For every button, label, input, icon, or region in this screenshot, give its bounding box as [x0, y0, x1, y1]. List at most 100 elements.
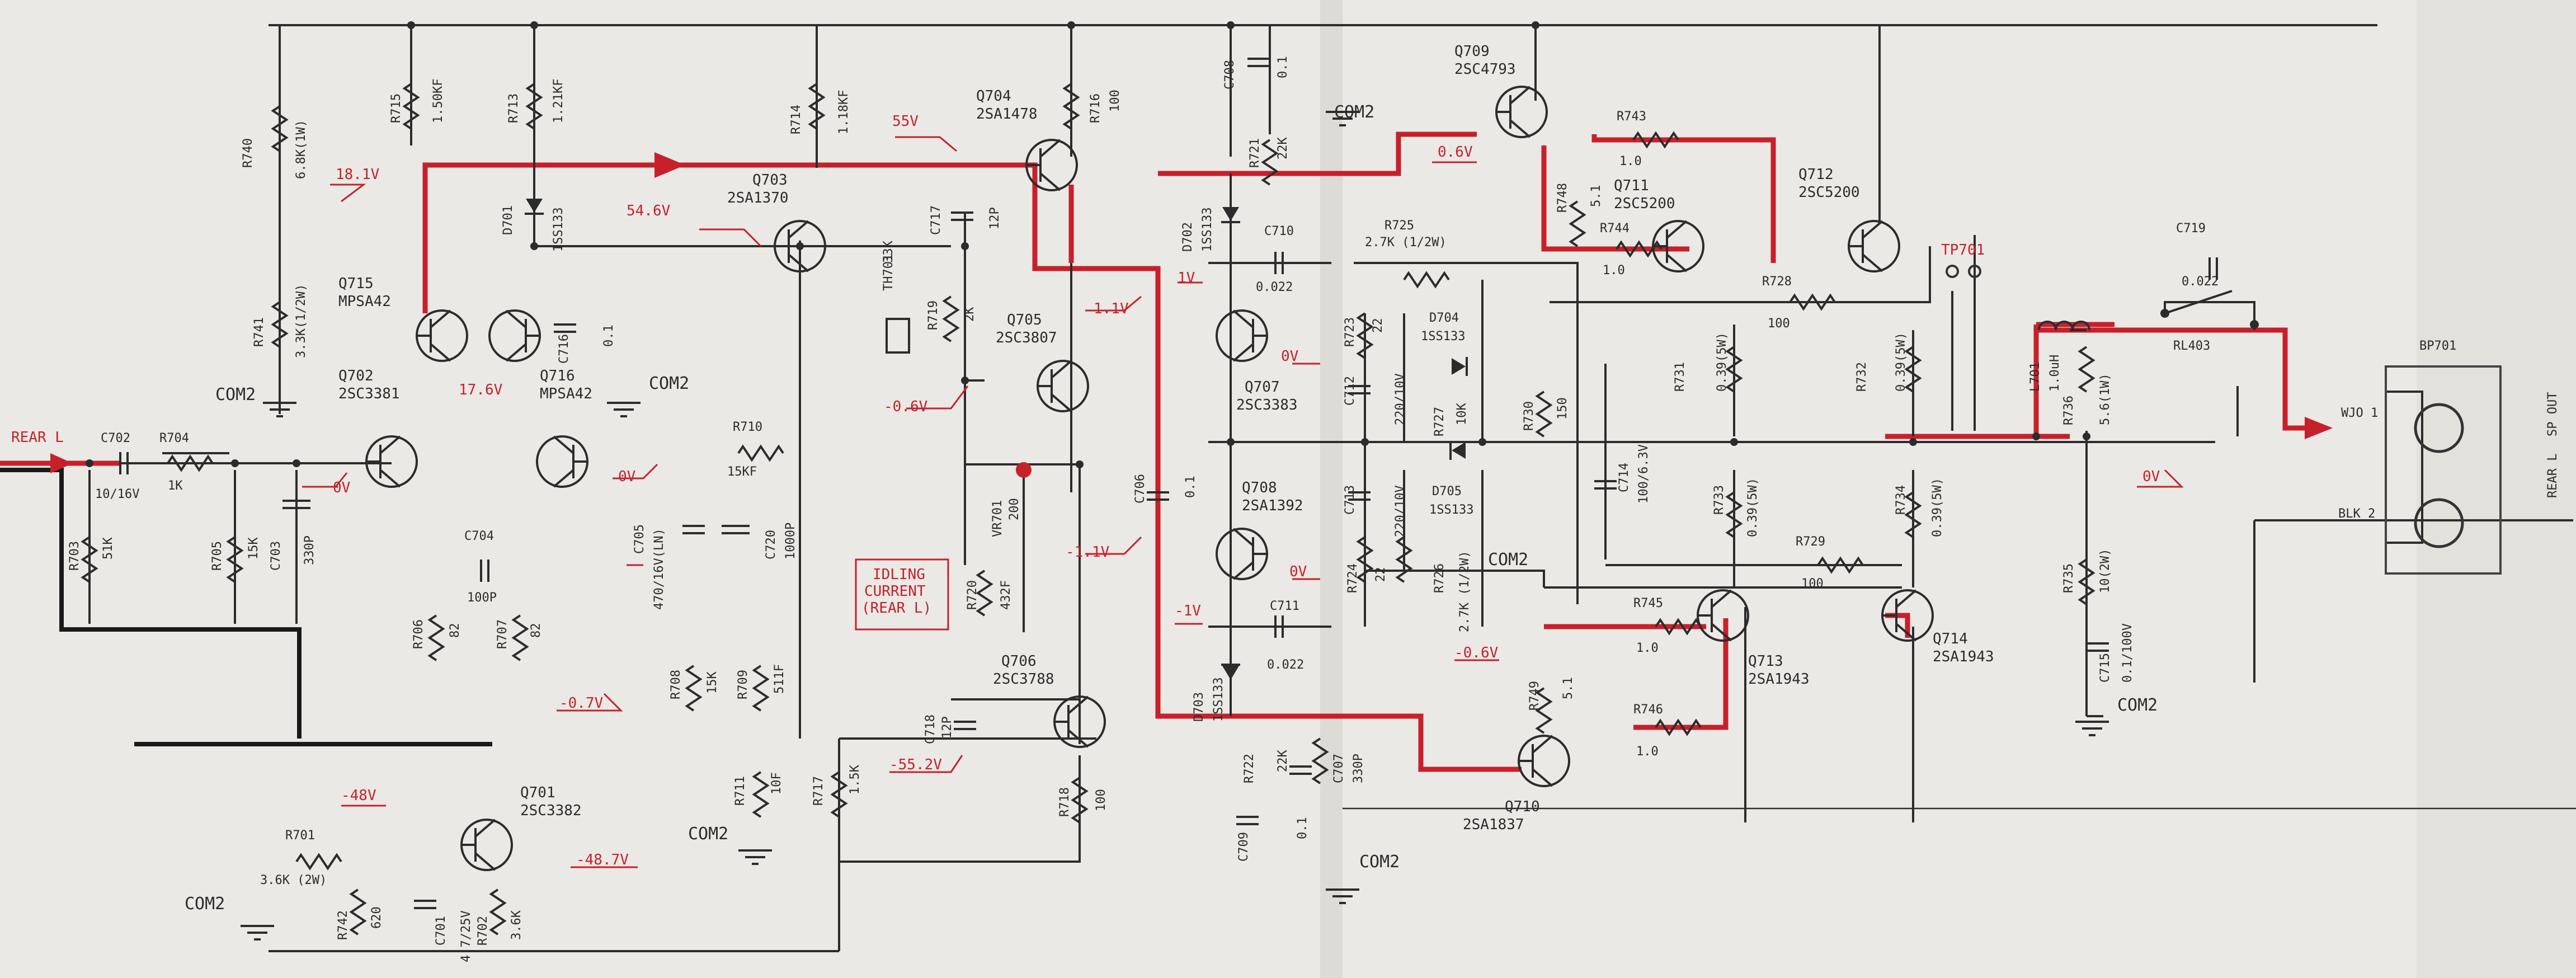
- c705-val: 470/16V(LN): [652, 528, 666, 610]
- transistor-q705: [1037, 360, 1089, 412]
- com2-labels: COM2 COM2 COM2 COM2 COM2 COM2 COM2 COM2: [185, 102, 2158, 914]
- r727-val: 10K: [1455, 403, 1469, 425]
- input-label: REAR L: [11, 429, 64, 446]
- junction-dots: [86, 21, 2090, 468]
- r735-val: 10(2W): [2098, 549, 2112, 593]
- r713-val: 1.21KF: [552, 79, 566, 123]
- r741-ref: R741: [252, 317, 266, 347]
- com2-label-1: COM2: [215, 385, 256, 405]
- r730-val: 150: [1556, 397, 1570, 420]
- r725-val: 2.7K (1/2W): [1365, 236, 1447, 250]
- r709-ref: R709: [736, 670, 750, 699]
- c712-val: 220/10V: [1393, 373, 1407, 425]
- c708-val: 0.1: [1276, 56, 1290, 78]
- c717-val: 12P: [988, 207, 1002, 229]
- output-arrow-icon: [2305, 417, 2333, 439]
- com2-label-3: COM2: [688, 824, 728, 844]
- q704-part: 2SA1478: [976, 106, 1038, 123]
- diode-symbols: [525, 199, 1468, 680]
- sp-out-label: SP OUT: [2546, 392, 2560, 436]
- relay-contact: [2160, 290, 2259, 329]
- r719-val: 2K: [963, 307, 977, 322]
- q709-part: 2SC4793: [1454, 61, 1516, 78]
- c711-ref: C711: [1270, 599, 1299, 613]
- voltage-neg48: -48V: [341, 787, 376, 804]
- connector-label: BP701: [2419, 339, 2456, 353]
- l701-label: L701: [2028, 362, 2042, 392]
- voltage-neg1v: -1V: [1175, 603, 1201, 619]
- r706-ref: R706: [412, 619, 426, 649]
- r730-ref: R730: [1522, 401, 1536, 431]
- r707-val: 82: [529, 623, 543, 638]
- d703-ref: D703: [1192, 692, 1206, 722]
- q712-ref: Q712: [1798, 166, 1834, 183]
- r703-ref: R703: [68, 541, 82, 571]
- voltage-0v-b: 0V: [618, 468, 635, 485]
- voltage-neg06-right: -0.6V: [1454, 645, 1498, 661]
- voltage-neg06-left: -0.6V: [884, 398, 927, 415]
- q711-part: 2SC5200: [1614, 195, 1675, 212]
- transistor-q702-b: [536, 435, 588, 488]
- q708-ref: Q708: [1242, 479, 1277, 496]
- d705-ref: D705: [1432, 485, 1462, 499]
- r717-val: 1.5K: [848, 764, 862, 794]
- r742-val: 620: [370, 906, 384, 929]
- c706-ref: C706: [1133, 474, 1147, 504]
- r706-val: 82: [448, 623, 462, 638]
- r743-ref: R743: [1617, 110, 1646, 124]
- r716-val: 100: [1108, 90, 1122, 112]
- transistor-q714: [1881, 589, 1934, 642]
- th701-value: 33K: [882, 241, 896, 263]
- out-minus-label: BLK 2: [2338, 507, 2375, 521]
- d702-ref: D702: [1181, 222, 1195, 252]
- r708-val: 15K: [705, 671, 719, 694]
- c713-val: 220/10V: [1393, 485, 1407, 537]
- r740-ref: R740: [241, 138, 255, 168]
- q701-ref: Q701: [520, 784, 555, 801]
- r721-val: 22K: [1276, 137, 1290, 159]
- c706-val: 0.1: [1184, 476, 1198, 498]
- c719-val: 0.022: [2182, 275, 2219, 289]
- c713-ref: C713: [1343, 485, 1357, 515]
- signal-arrow-icon: [654, 152, 685, 178]
- transistor-q703: [774, 220, 826, 272]
- c714-ref: C714: [1617, 463, 1631, 492]
- transistor-q712: [1848, 220, 1900, 272]
- r740-val: 6.8K(1W): [294, 120, 308, 179]
- c715-ref: C715: [2098, 653, 2112, 683]
- resistor-labels: R740 6.8K(1W) R715 1.50KF R713 1.21KF R7…: [68, 79, 2112, 946]
- r733-val: 0.39(5W): [1746, 478, 1760, 537]
- com2-label-6: COM2: [1359, 852, 1400, 872]
- voltage-54v: 54.6V: [627, 203, 670, 219]
- c718-ref: C718: [924, 714, 938, 744]
- c709-val: 0.1: [1296, 817, 1310, 839]
- relay-label: RL403: [2173, 339, 2210, 353]
- diode-labels: D701 1SS133 D702 1SS133 D703 1SS133 D704…: [501, 205, 1473, 722]
- idling-line-1: IDLING: [873, 566, 925, 583]
- voltage-neg552: -55.2V: [889, 756, 942, 773]
- r715-val: 1.50KF: [431, 79, 445, 123]
- r704-ref: R704: [159, 431, 189, 445]
- voltage-0v-out: 0V: [2142, 468, 2160, 485]
- c701-val: 4.7/25V: [459, 910, 473, 962]
- com2-label-2: COM2: [649, 374, 689, 393]
- com2-label-4: COM2: [185, 894, 225, 914]
- q714-part: 2SA1943: [1933, 648, 1994, 665]
- r710-val: 15KF: [727, 465, 757, 479]
- c705-ref: C705: [633, 524, 647, 554]
- transistor-q704: [1025, 139, 1078, 191]
- r736-ref: R736: [2062, 396, 2076, 425]
- com2-label-8: COM2: [2117, 695, 2158, 715]
- r744-val: 1.0: [1603, 264, 1625, 278]
- c703-val: 330P: [303, 535, 317, 565]
- r721-ref: R721: [1248, 138, 1262, 168]
- d701-ref: D701: [501, 205, 515, 235]
- transistor-q702-a: [365, 435, 418, 488]
- r729-ref: R729: [1796, 535, 1825, 549]
- idling-current-label: IDLING CURRENT (REAR L): [861, 566, 934, 617]
- r711-val: 10F: [770, 772, 784, 794]
- d703-part: 1SS133: [1212, 678, 1226, 722]
- r717-ref: R717: [812, 776, 826, 806]
- q714-ref: Q714: [1933, 631, 1968, 647]
